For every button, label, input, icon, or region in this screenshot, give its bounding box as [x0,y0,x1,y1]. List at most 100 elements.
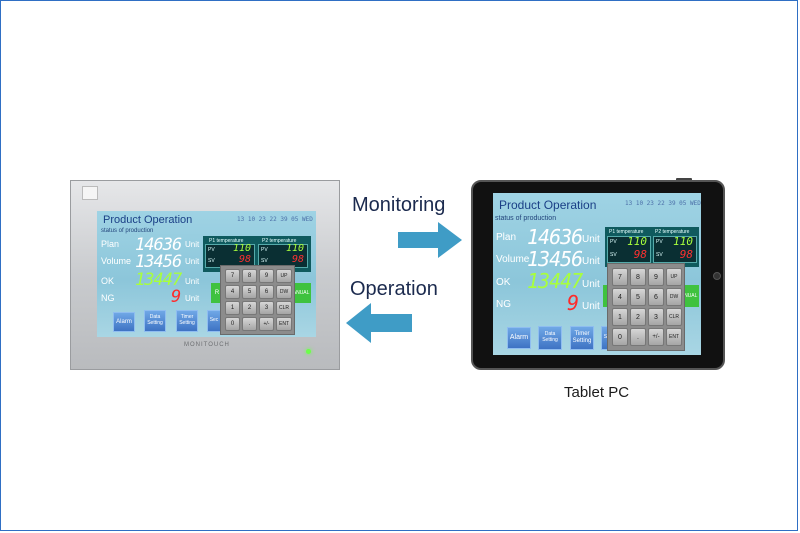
key-9[interactable]: 9 [259,269,274,283]
operation-caption: Operation [350,278,438,300]
alarm-button[interactable]: Alarm [113,312,135,332]
key-ent[interactable]: ENT [276,317,292,331]
tablet-key-dot[interactable]: . [630,328,646,346]
tablet-key-up[interactable]: UP [666,268,682,286]
tablet-ng-unit: Unit [582,301,600,312]
key-dot[interactable]: . [242,317,257,331]
p1-temp-box [205,244,255,268]
volume-unit: Unit [185,257,200,266]
key-4[interactable]: 4 [225,285,240,299]
key-6[interactable]: 6 [259,285,274,299]
plan-unit: Unit [185,240,200,249]
hmi-screen: Product Operation 13 10 23 22 39 05 WED … [97,211,316,337]
p1-pv-label: PV [208,247,215,253]
tablet-plan-unit: Unit [582,234,600,245]
key-1[interactable]: 1 [225,301,240,315]
tablet-key-4[interactable]: 4 [612,288,628,306]
tablet-key-plus-minus[interactable]: +/- [648,328,664,346]
data-setting-button[interactable]: Data Setting [144,310,166,332]
key-dw[interactable]: DW [276,285,292,299]
key-2[interactable]: 2 [242,301,257,315]
tablet-key-ent[interactable]: ENT [666,328,682,346]
left-arrow-icon [346,303,412,343]
screen-subtitle: status of production [101,228,154,234]
plan-label: Plan [101,239,120,249]
tablet-p1-sv-label: SV [610,252,617,258]
p1-pv-value: 110 [232,243,251,254]
tablet-ok-label: OK [496,277,511,288]
plan-value: 14636 [135,235,182,255]
tablet-key-0[interactable]: 0 [612,328,628,346]
tablet-p2-temp-title: P2 temperature [655,229,690,235]
data-setting-label-1: Data [149,314,161,321]
timer-setting-label-1: Timer [180,314,194,321]
key-8[interactable]: 8 [242,269,257,283]
tablet-timer-setting-button[interactable]: Timer Setting [570,326,594,350]
key-5[interactable]: 5 [242,285,257,299]
tablet-key-5[interactable]: 5 [630,288,646,306]
key-7[interactable]: 7 [225,269,240,283]
timer-setting-label-2: Setting [179,320,195,326]
sec-button[interactable]: Sec [207,310,221,332]
p2-pv-value: 110 [285,243,304,254]
hmi-corner-logo [82,186,98,200]
tablet-data-setting-label-2: Setting [542,337,558,343]
tablet-p2-temp-box [653,236,697,263]
screen-date: 13 10 23 22 39 05 WED [237,216,313,223]
tablet-p2-pv-value: 110 [673,235,693,248]
tablet-key-3[interactable]: 3 [648,308,664,326]
tablet-key-clr[interactable]: CLR [666,308,682,326]
tablet-numeric-keypad: 7 8 9 UP 4 5 6 DW 1 2 3 CLR 0 . +/- ENT [607,263,685,351]
tablet-screen-title: Product Operation [499,198,597,212]
tablet-p2-sv-label: SV [656,252,663,258]
tablet-p1-pv-label: PV [610,239,617,245]
tablet-plan-value: 14636 [527,225,583,249]
tablet-plan-label: Plan [496,232,517,243]
p1-temp-title: P1 temperature [209,238,244,244]
key-plus-minus[interactable]: +/- [259,317,274,331]
home-button-icon [713,272,721,280]
monitoring-caption: Monitoring [352,194,446,216]
p1-sv-value: 98 [238,254,251,265]
tablet-key-7[interactable]: 7 [612,268,628,286]
tablet-data-setting-label-1: Data [544,331,556,338]
ng-unit: Unit [185,294,200,303]
ng-value: 9 [171,287,181,307]
numeric-keypad: 7 8 9 UP 4 5 6 DW 1 2 3 CLR 0 . +/- ENT [220,265,295,335]
tablet-p1-sv-value: 98 [633,248,647,261]
ok-unit: Unit [185,277,200,286]
volume-label: Volume [101,256,132,266]
ng-label: NG [101,293,115,303]
tablet-ng-label: NG [496,299,511,310]
key-clr[interactable]: CLR [276,301,292,315]
tablet-screen-subtitle: status of production [495,215,557,222]
tablet-key-1[interactable]: 1 [612,308,628,326]
tablet-key-2[interactable]: 2 [630,308,646,326]
key-3[interactable]: 3 [259,301,274,315]
key-0[interactable]: 0 [225,317,240,331]
tablet-ok-unit: Unit [582,279,600,290]
right-arrow-icon [398,222,462,258]
tablet-key-dw[interactable]: DW [666,288,682,306]
tablet-power-button [676,178,692,181]
ok-value: 13447 [135,270,182,290]
key-up[interactable]: UP [276,269,292,283]
screen-title: Product Operation [103,214,193,226]
tablet-pc-caption: Tablet PC [564,384,630,401]
timer-setting-button[interactable]: Timer Setting [176,310,198,332]
tablet-volume-unit: Unit [582,256,600,267]
tablet-data-setting-button[interactable]: Data Setting [538,326,562,350]
tablet-key-6[interactable]: 6 [648,288,664,306]
tablet-screen: Product Operation 13 10 23 22 39 05 WED … [493,193,701,355]
tablet-key-9[interactable]: 9 [648,268,664,286]
tablet-key-8[interactable]: 8 [630,268,646,286]
p2-temp-box [258,244,308,268]
power-led-icon [306,349,311,354]
tablet-p2-sv-value: 98 [679,248,693,261]
data-setting-label-2: Setting [147,320,163,326]
tablet-ng-value: 9 [567,291,579,315]
ok-label: OK [101,276,115,286]
p2-pv-label: PV [261,247,268,253]
p2-sv-value: 98 [291,254,304,265]
tablet-alarm-button[interactable]: Alarm [507,327,531,349]
